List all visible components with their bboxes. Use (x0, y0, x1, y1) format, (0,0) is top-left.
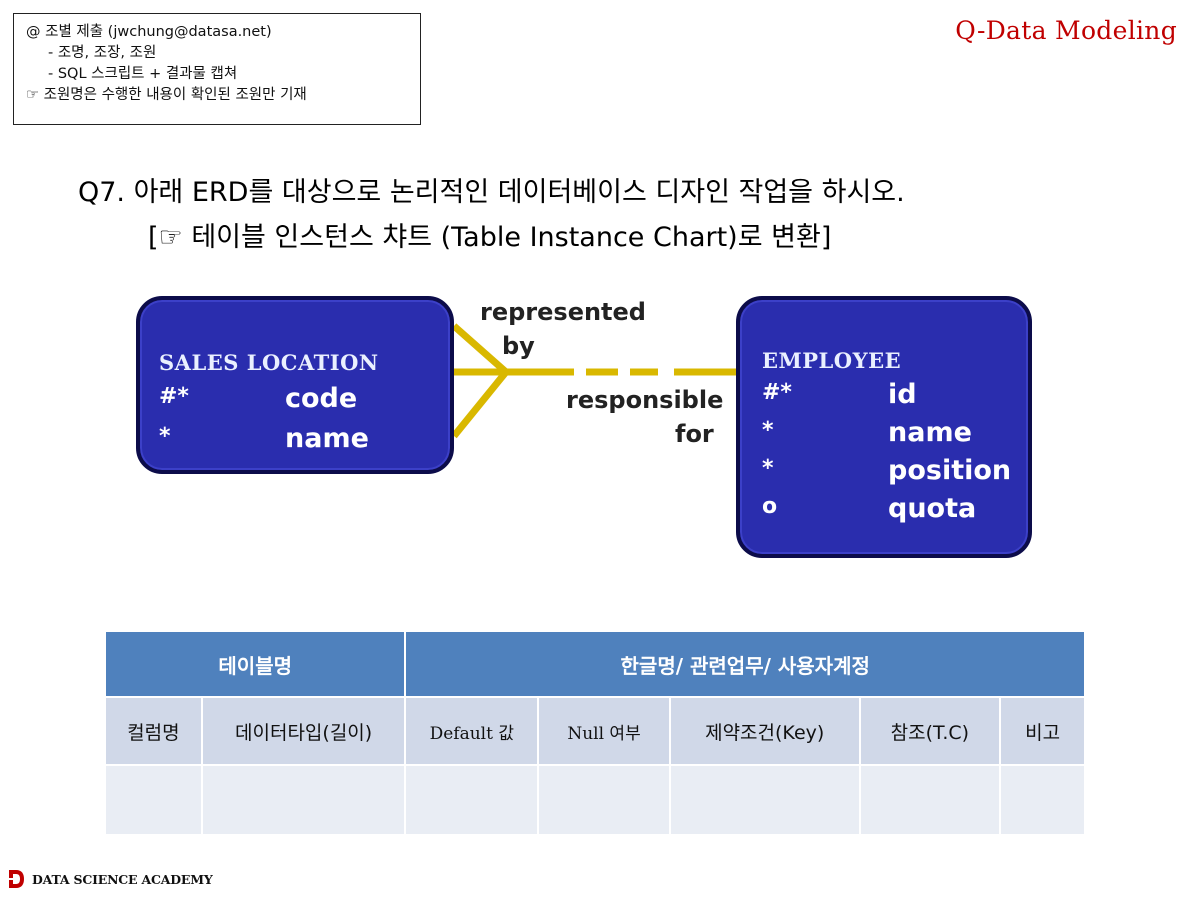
column-header-name: 컬럼명 (104, 696, 203, 766)
academy-logo-icon (9, 870, 24, 888)
erd-diagram: SALES LOCATION #* code * name EMPLOYEE #… (134, 290, 1044, 570)
attribute-row-id: #* id (762, 380, 1022, 412)
relationship-lines (451, 323, 736, 439)
relationship-label-responsible: responsible (566, 386, 724, 414)
column-header-null: Null 여부 (537, 696, 671, 766)
empty-cell-datatype[interactable] (200, 764, 407, 836)
attribute-row-name: * name (159, 424, 439, 456)
empty-cell-remarks[interactable] (999, 764, 1086, 836)
chart-header-row: 테이블명 한글명/ 관련업무/ 사용자계정 (103, 630, 1086, 698)
relationship-label-by: by (502, 332, 535, 360)
table-instance-chart: 테이블명 한글명/ 관련업무/ 사용자계정 컬럼명 데이터타입(길이) Defa… (103, 630, 1086, 836)
empty-cell-name[interactable] (104, 764, 203, 836)
slide-brand-title: Q-Data Modeling (955, 16, 1177, 45)
attribute-name-quota: quota (888, 493, 977, 524)
footer-logo: DATA SCIENCE ACADEMY (8, 869, 213, 889)
attribute-name-position: position (888, 455, 1012, 486)
question-block: Q7. 아래 ERD를 대상으로 논리적인 데이터베이스 디자인 작업을 하시오… (78, 170, 905, 254)
attribute-mark-quota: o (762, 494, 778, 519)
attribute-row-quota: o quota (762, 494, 1022, 526)
attribute-mark-code: #* (159, 384, 189, 409)
column-header-remarks: 비고 (999, 696, 1086, 766)
empty-cell-null[interactable] (537, 764, 671, 836)
header-table-name: 테이블명 (103, 630, 407, 698)
attribute-name-id: id (888, 379, 917, 410)
crows-foot-lower-prong (451, 369, 509, 439)
attribute-name-code: code (285, 383, 358, 414)
notice-line-sql: - SQL 스크립트 + 결과물 캡쳐 (48, 66, 238, 82)
column-header-constraint: 제약조건(Key) (668, 696, 861, 766)
attribute-row-position: * position (762, 456, 1022, 488)
notice-line-rule: ☞ 조원명은 수행한 내용이 확인된 조원만 기재 (26, 87, 307, 103)
submission-notice-box: @ 조별 제출 (jwchung@datasa.net) - 조명, 조장, 조… (13, 13, 421, 125)
footer-logo-text: DATA SCIENCE ACADEMY (32, 871, 213, 887)
question-subtitle: [☞ 테이블 인스턴스 챠트 (Table Instance Chart)로 변… (148, 222, 832, 253)
question-title: Q7. 아래 ERD를 대상으로 논리적인 데이터베이스 디자인 작업을 하시오… (78, 177, 905, 208)
empty-cell-default[interactable] (404, 764, 540, 836)
attribute-name-emp-name: name (888, 417, 972, 448)
crows-foot-upper-prong (451, 323, 509, 375)
header-description: 한글명/ 관련업무/ 사용자계정 (404, 630, 1086, 698)
attribute-mark-position: * (762, 456, 774, 481)
chart-empty-row (104, 764, 1086, 836)
notice-line-members: - 조명, 조장, 조원 (48, 45, 157, 61)
attribute-mark-id: #* (762, 380, 792, 405)
relationship-label-represented: represented (480, 298, 646, 326)
column-header-default: Default 값 (404, 696, 540, 766)
entity-sales-location: SALES LOCATION #* code * name (136, 296, 454, 474)
empty-cell-constraint[interactable] (668, 764, 861, 836)
attribute-row-code: #* code (159, 384, 439, 416)
entity-employee-title: EMPLOYEE (762, 348, 902, 373)
relationship-label-for: for (675, 420, 714, 448)
notice-line-email: @ 조별 제출 (jwchung@datasa.net) (26, 24, 272, 40)
empty-cell-reference[interactable] (858, 764, 1002, 836)
chart-column-row: 컬럼명 데이터타입(길이) Default 값 Null 여부 제약조건(Key… (104, 696, 1086, 766)
column-header-datatype: 데이터타입(길이) (200, 696, 407, 766)
attribute-mark-name: * (159, 424, 171, 449)
column-header-reference: 참조(T.C) (858, 696, 1002, 766)
attribute-mark-emp-name: * (762, 418, 774, 443)
entity-employee: EMPLOYEE #* id * name * position o quota (736, 296, 1032, 558)
entity-sales-location-title: SALES LOCATION (159, 350, 379, 375)
attribute-name-name: name (285, 423, 369, 454)
attribute-row-emp-name: * name (762, 418, 1022, 450)
